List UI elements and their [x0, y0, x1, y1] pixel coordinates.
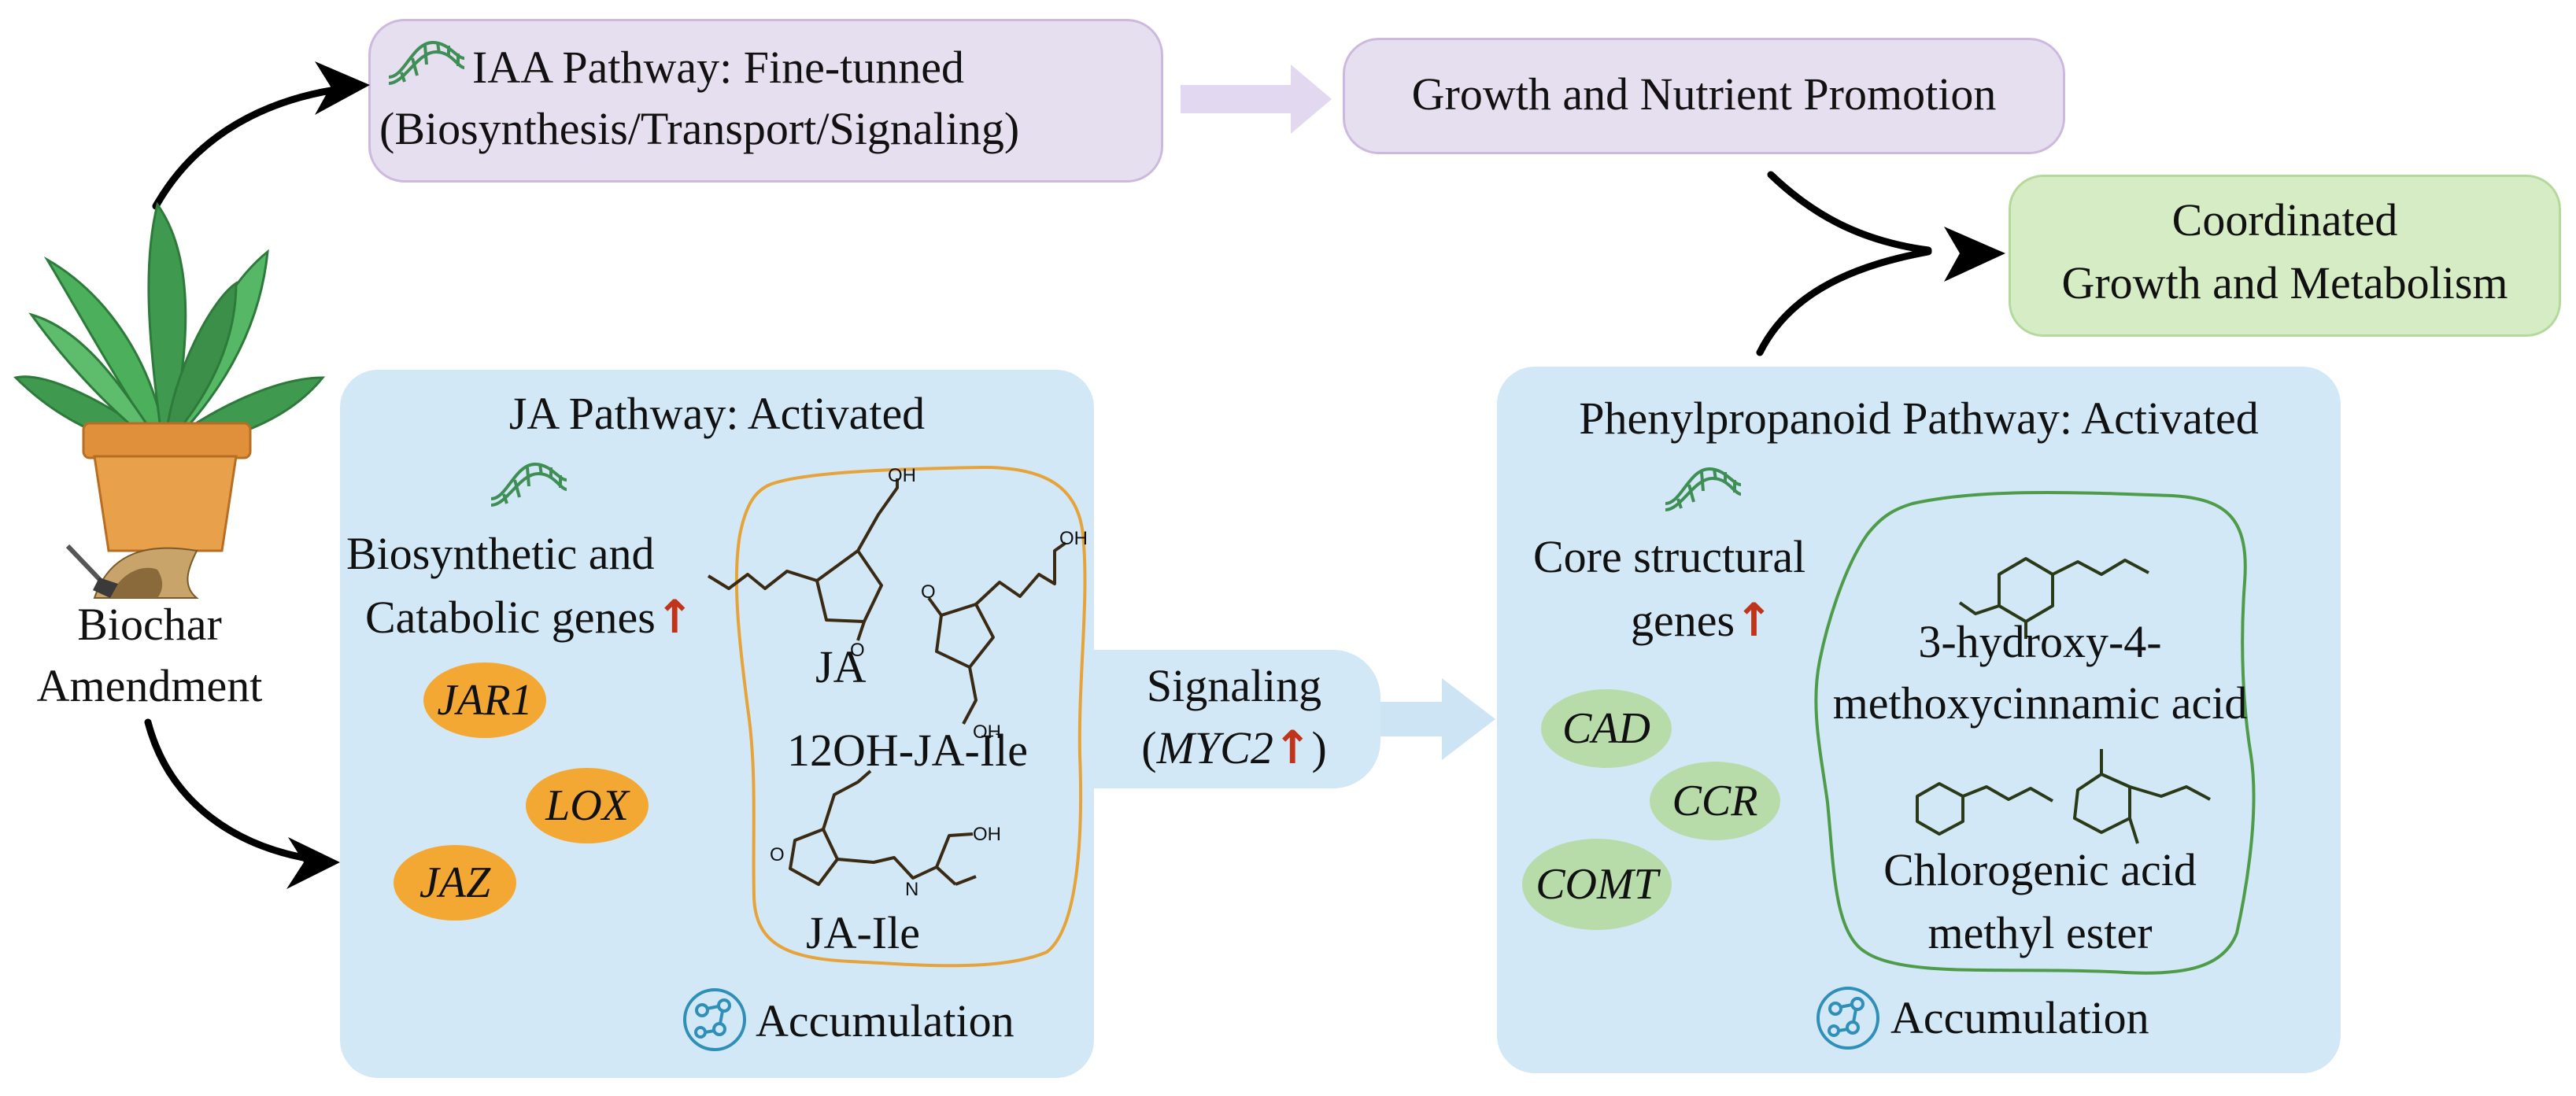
- compound-12oh-ja-ile: 12OH-JA-Ile: [787, 725, 1029, 776]
- arrow-iaa-to-growth: [1181, 65, 1332, 134]
- twelve-oh-structure: [927, 541, 1067, 725]
- iaa-title-line1: IAA Pathway: Fine-tunned: [472, 42, 965, 93]
- ja-genes-line1: Biosynthetic and: [346, 528, 655, 579]
- gene-ccr-label: CCR: [1672, 777, 1758, 825]
- atom-o-jaile: O: [770, 844, 785, 865]
- leaves: [13, 201, 326, 450]
- gene-lox: LOX: [526, 768, 649, 843]
- dna-icon: [388, 40, 465, 85]
- black-arrows: [144, 84, 1932, 865]
- compound2-line2: methyl ester: [1927, 907, 2153, 958]
- atom-oh-12oh-acid: OH: [973, 721, 1001, 743]
- compound1-line2: methoxycinnamic acid: [1832, 677, 2248, 729]
- gene-lox-label: LOX: [545, 781, 629, 830]
- gene-jar1: JAR1: [423, 662, 546, 738]
- compound-ja-ile: JA-Ile: [806, 907, 920, 958]
- biochar-label-line2: Amendment: [36, 660, 263, 711]
- compound2-line1: Chlorogenic acid: [1883, 844, 2197, 895]
- ja-structure: [707, 478, 899, 641]
- signaling-line2: (MYC2↑): [1088, 719, 1380, 777]
- gene-cad-label: CAD: [1562, 704, 1650, 753]
- arrowhead-ja: [286, 837, 340, 889]
- phenyl-accumulation: Accumulation: [1890, 992, 2149, 1043]
- ja-title: JA Pathway: Activated: [508, 388, 926, 439]
- phenyl-genes-line2: genes: [1631, 595, 1735, 646]
- molecule-icon-ja: [683, 988, 746, 1051]
- atom-n-jaile: N: [905, 879, 919, 900]
- atom-oh-ja: OH: [888, 465, 916, 486]
- signaling-box: [1088, 650, 1380, 788]
- arrowhead-iaa: [315, 61, 370, 115]
- up-arrow-icon: ↑: [1273, 721, 1312, 774]
- dna-icon-ja: [490, 462, 567, 507]
- coordinated-line1: Coordinated: [2171, 194, 2398, 245]
- chlorogenic-structure: [1916, 749, 2211, 844]
- gene-comt: COMT: [1522, 839, 1672, 930]
- paren-close: ): [1311, 722, 1327, 773]
- pot-body: [93, 455, 238, 552]
- biochar-label-line1: Biochar: [77, 599, 222, 650]
- gene-jar1-label: JAR1: [437, 676, 533, 725]
- gene-myc2: MYC2: [1156, 722, 1273, 773]
- gene-cad: CAD: [1541, 689, 1672, 768]
- phenyl-genes-line2-wrap: genes↑: [1631, 592, 1773, 650]
- phenyl-compound-outline: [1814, 490, 2256, 975]
- molecule-icon-phenyl: [1817, 987, 1879, 1050]
- atom-oh-jaile: OH: [973, 824, 1001, 845]
- gene-ccr: CCR: [1650, 762, 1780, 840]
- arrow-growth-to-coordinated: [1767, 171, 1932, 254]
- paren-open: (: [1141, 722, 1157, 773]
- arrow-biochar-to-ja: [144, 718, 327, 865]
- coordinated-line2: Growth and Metabolism: [2061, 257, 2508, 308]
- iaa-pathway-box: [368, 19, 1163, 183]
- atom-o-12oh: O: [921, 581, 936, 603]
- dna-icon-phenyl: [1665, 467, 1742, 511]
- ja-genes-line2: Catabolic genes: [365, 592, 656, 643]
- iaa-title-line2: (Biosynthesis/Transport/Signaling): [379, 103, 1020, 154]
- biochar-shovel-icon: [65, 544, 199, 599]
- up-arrow-icon: ↑: [655, 590, 694, 644]
- coordinated-box: [2009, 175, 2561, 337]
- black-arrowheads: [286, 61, 2005, 889]
- atom-oh-12oh: OH: [1059, 528, 1088, 549]
- up-arrow-icon: ↑: [1735, 593, 1773, 647]
- ja-genes-line2-wrap: Catabolic genes↑: [365, 589, 693, 647]
- arrow-biochar-to-iaa: [152, 84, 350, 210]
- phenyl-genes-line1: Core structural: [1533, 531, 1806, 582]
- phenyl-title: Phenylpropanoid Pathway: Activated: [1579, 393, 2259, 444]
- pot-rim: [82, 422, 252, 459]
- gene-jaz-label: JAZ: [419, 858, 491, 907]
- compound1-line1: 3-hydroxy-4-: [1918, 616, 2162, 667]
- ja-accumulation: Accumulation: [756, 995, 1015, 1046]
- growth-box: [1343, 38, 2065, 154]
- arrow-phenyl-to-coordinated: [1756, 248, 1932, 356]
- growth-promotion-label: Growth and Nutrient Promotion: [1411, 68, 1997, 120]
- compound-ja: JA: [815, 641, 867, 692]
- arrow-signaling-to-phenyl: [1380, 678, 1495, 760]
- methoxycinnamic-structure: [1958, 557, 2149, 639]
- atom-o-ja: O: [850, 640, 865, 661]
- gene-comt-label: COMT: [1536, 860, 1658, 909]
- signaling-line1: Signaling: [1146, 660, 1322, 711]
- arrowhead-coordinated: [1944, 227, 2005, 282]
- plant-pot-icon: [13, 201, 326, 552]
- gene-jaz: JAZ: [394, 845, 516, 921]
- ja-ile-structure: [789, 769, 977, 886]
- ja-compound-outline: [734, 465, 1087, 968]
